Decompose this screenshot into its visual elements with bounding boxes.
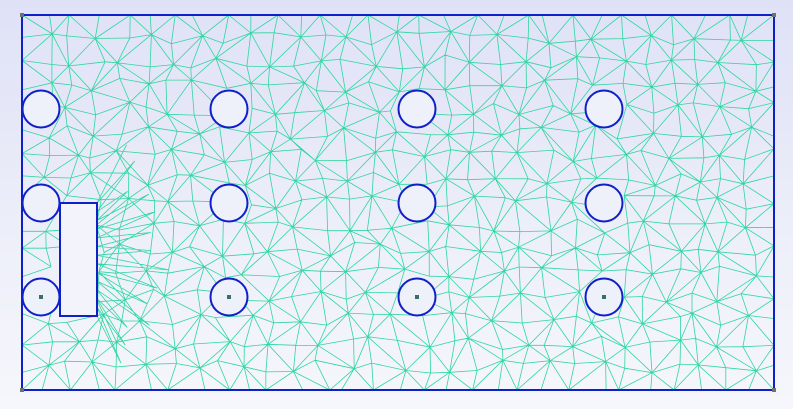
circular-hole-r1-c4[interactable] xyxy=(584,89,624,129)
circular-hole-r2-c2[interactable] xyxy=(209,183,249,223)
corner-node-icon xyxy=(772,13,776,17)
corner-node-icon xyxy=(772,388,776,392)
node-markers xyxy=(20,13,776,392)
rectangular-slot[interactable] xyxy=(59,202,98,317)
circular-hole-r1-c3[interactable] xyxy=(397,89,437,129)
circular-hole-r2-c4[interactable] xyxy=(584,183,624,223)
corner-node-icon xyxy=(20,13,24,17)
corner-node-icon xyxy=(20,388,24,392)
circular-hole-r2-c3[interactable] xyxy=(397,183,437,223)
center-node-icon xyxy=(39,295,43,299)
boundary-layer xyxy=(21,14,775,391)
center-node-icon xyxy=(227,295,231,299)
center-node-icon xyxy=(415,295,419,299)
circular-hole-r1-c1[interactable] xyxy=(21,89,61,129)
circular-hole-r2-c1[interactable] xyxy=(21,183,61,223)
circular-hole-r1-c2[interactable] xyxy=(209,89,249,129)
center-node-icon xyxy=(602,295,606,299)
